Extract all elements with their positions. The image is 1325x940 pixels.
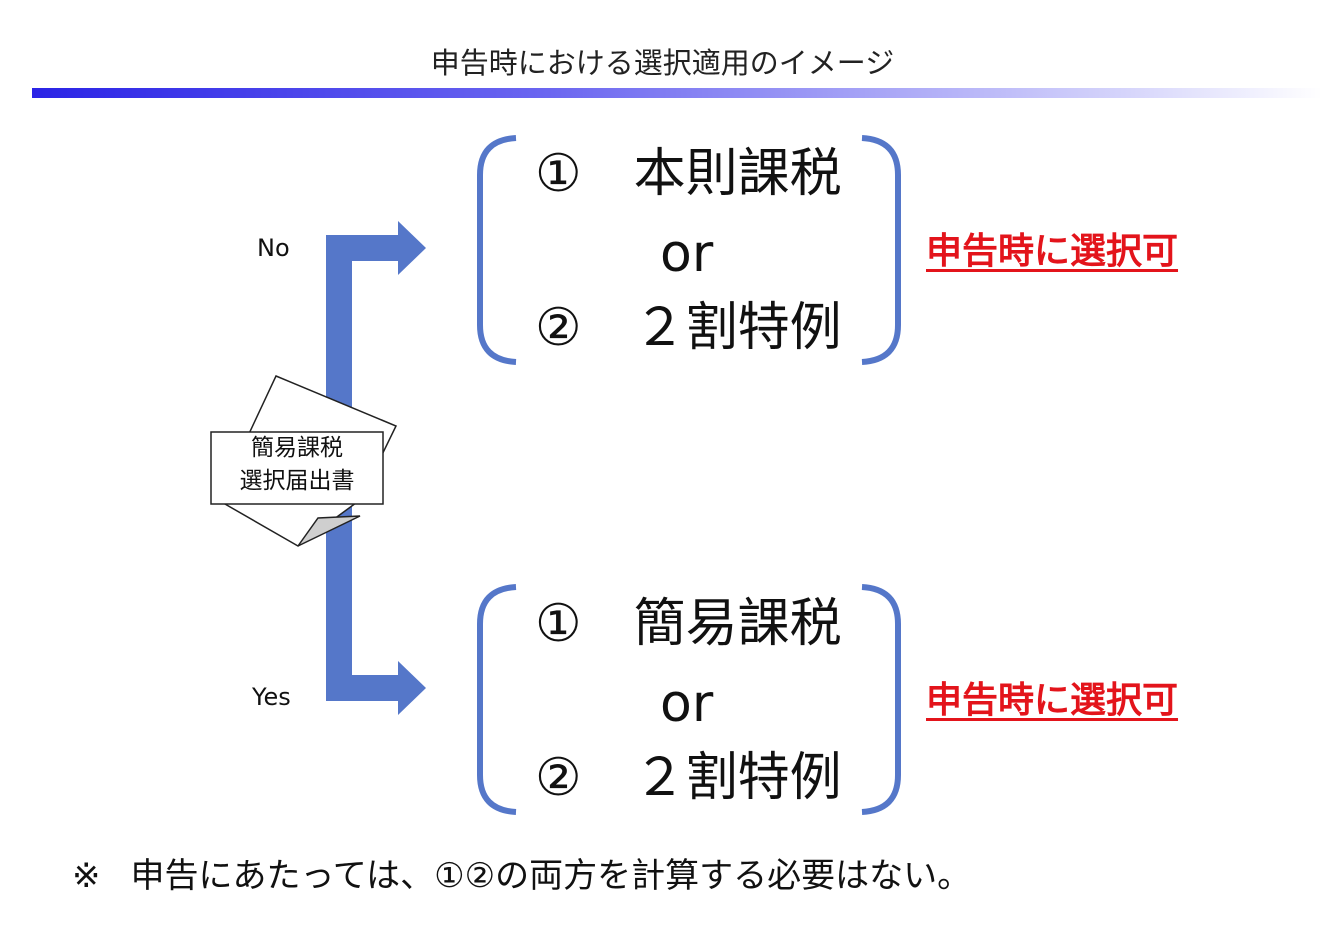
no-or: or [660, 224, 714, 284]
branch-no-label: No [257, 234, 290, 262]
footnote-mark: ※ [72, 856, 101, 896]
footnote-text: 申告にあたっては、①②の両方を計算する必要はない。 [130, 856, 972, 896]
bracket-yes-right [861, 584, 901, 815]
yes-or: or [660, 674, 714, 734]
bracket-no-right [861, 135, 901, 365]
arrow-no-shaft [326, 235, 400, 261]
yes-note: 申告時に選択可 [926, 680, 1179, 721]
yes-option1: ① 簡易課税 [535, 594, 842, 654]
yes-option2: ② ２割特例 [535, 748, 842, 808]
footnote: ※ 申告にあたっては、①②の両方を計算する必要はない。 [72, 848, 971, 897]
bracket-yes-left [477, 584, 517, 815]
page-title: 申告時における選択適用のイメージ [430, 46, 895, 80]
document-icon [210, 375, 398, 547]
document-label-line2: 選択届出書 [239, 468, 355, 494]
no-option1: ① 本則課税 [535, 144, 842, 204]
arrow-yes-shaft [326, 675, 400, 701]
title-underline-bar [32, 88, 1322, 98]
no-note: 申告時に選択可 [926, 231, 1179, 272]
arrow-yes-head [398, 661, 426, 715]
branch-yes-label: Yes [252, 683, 291, 711]
no-option2: ② ２割特例 [535, 298, 842, 358]
document-label-line1: 簡易課税 [251, 435, 343, 461]
arrow-no-head [398, 221, 426, 275]
bracket-no-left [477, 135, 517, 365]
document-label: 簡易課税 選択届出書 [211, 432, 383, 498]
